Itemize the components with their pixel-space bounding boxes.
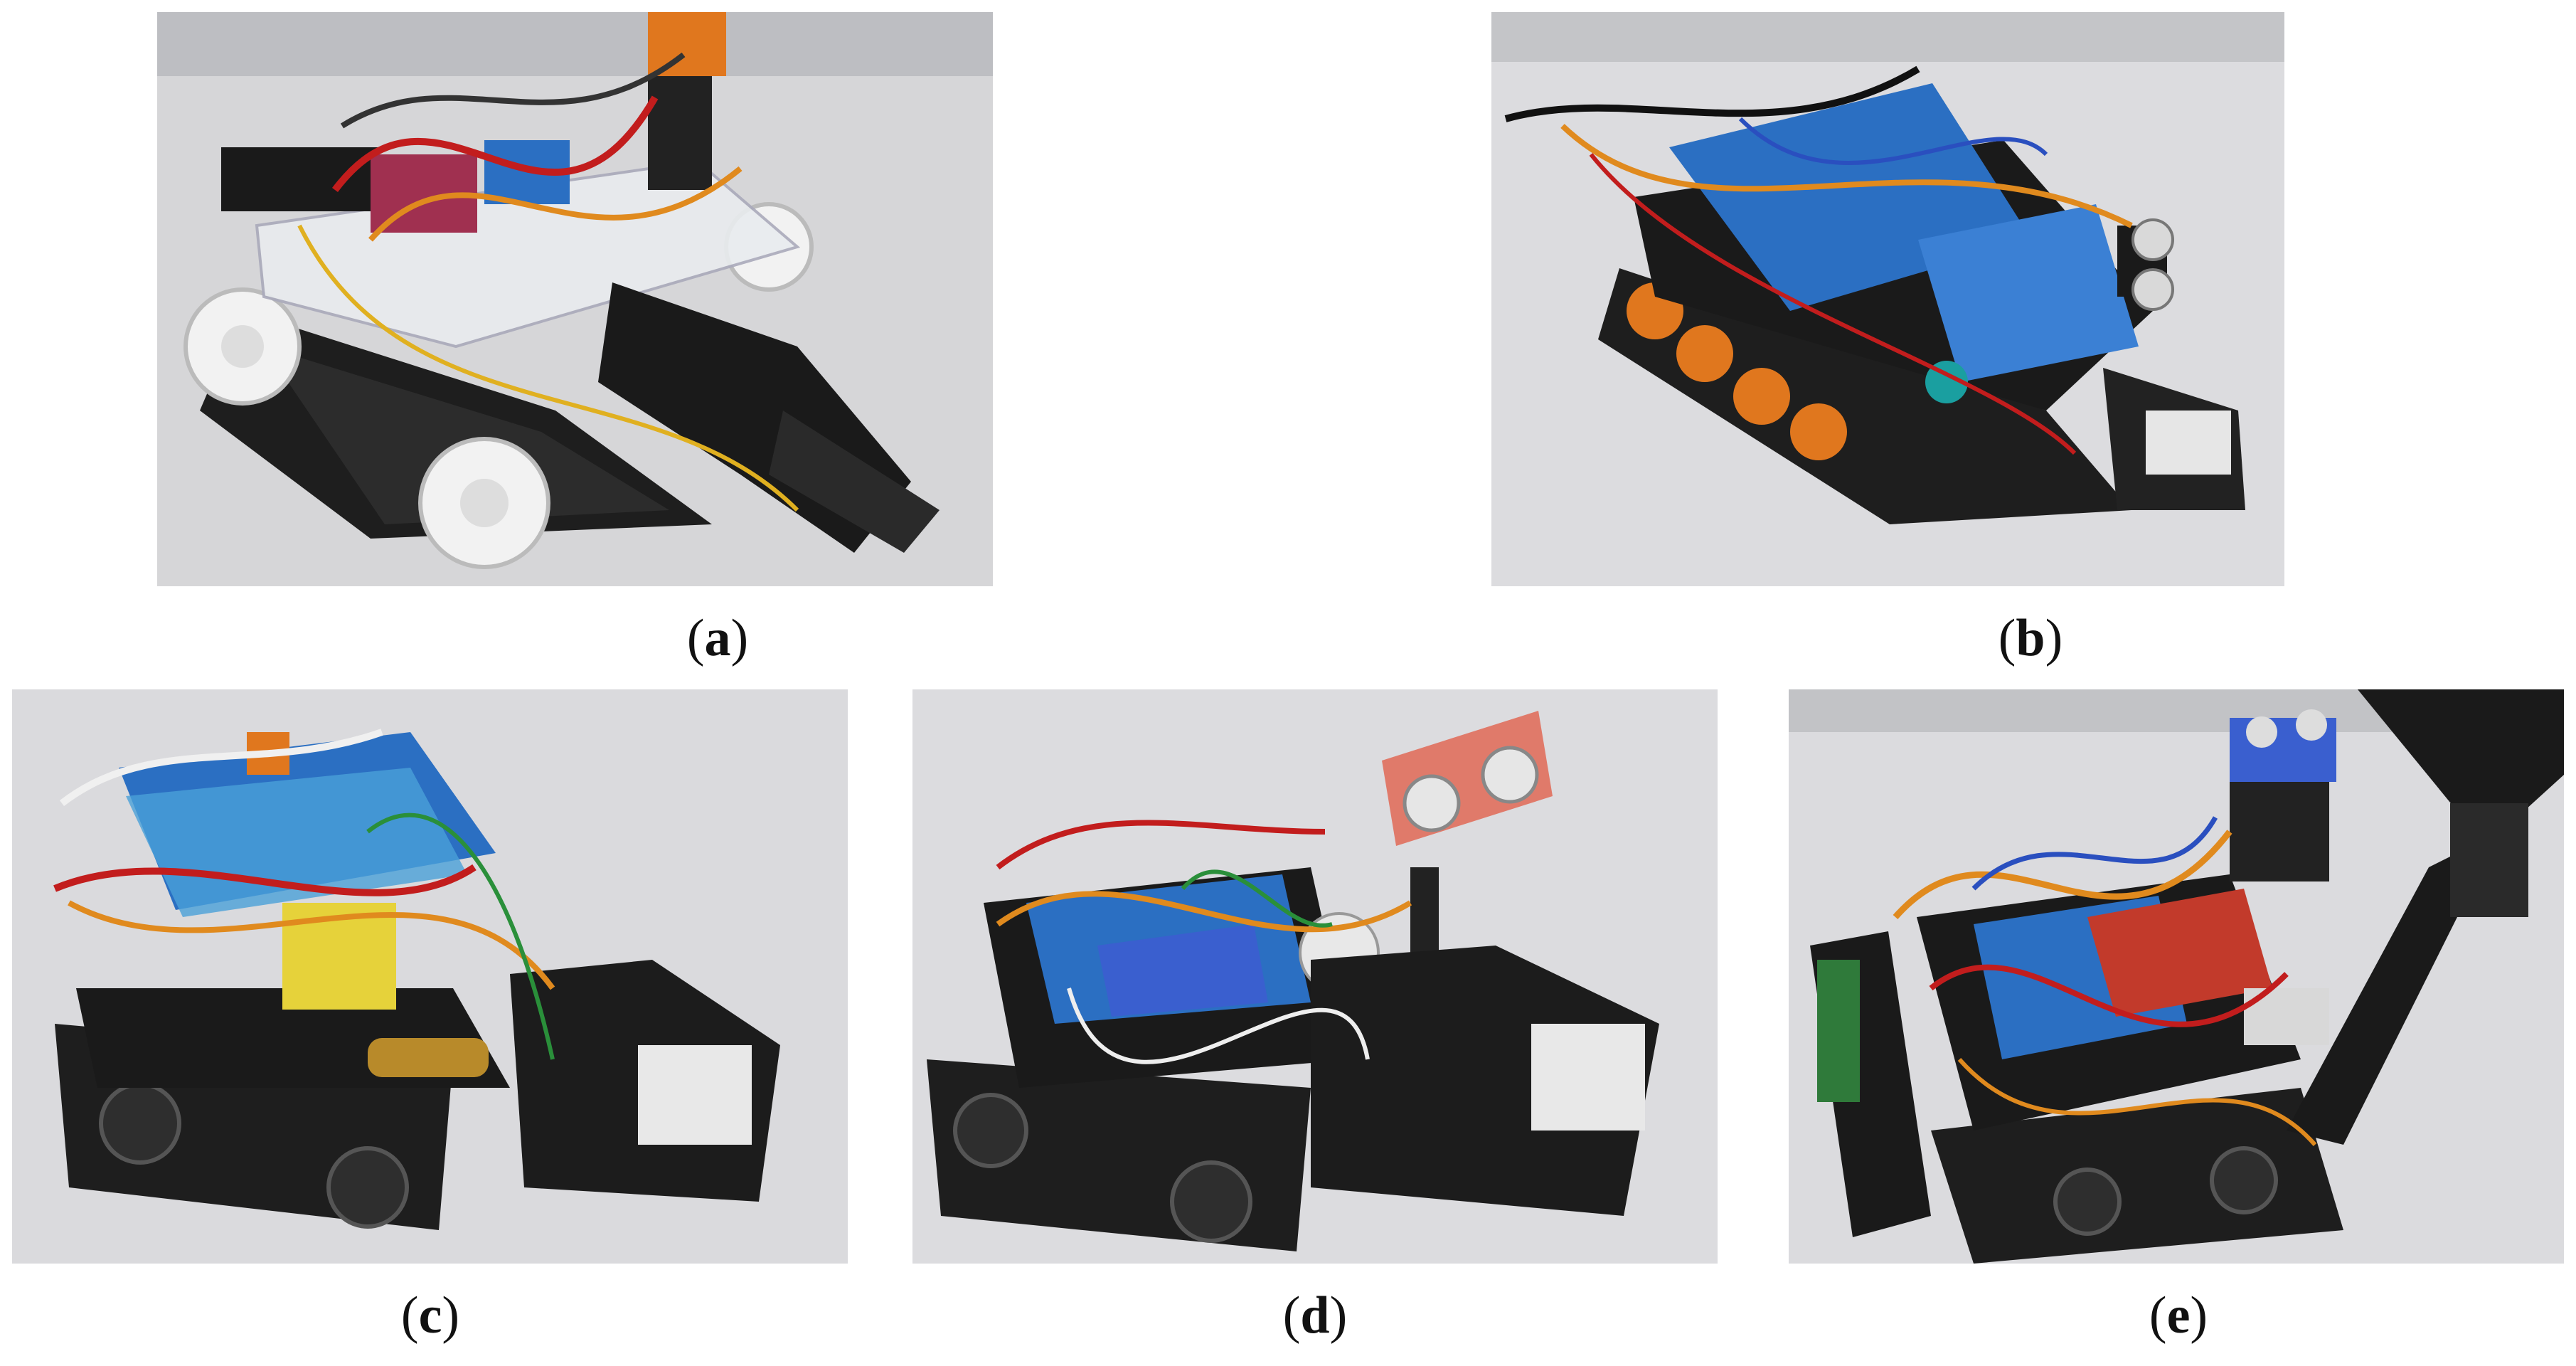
caption-c: (c) (400, 1286, 460, 1345)
caption-b: (b) (1998, 609, 2063, 667)
photo-robot-b (1491, 12, 2284, 586)
robot-e-illustration (1789, 689, 2564, 1264)
robot-d-illustration (912, 689, 1718, 1264)
photo-robot-d (912, 689, 1718, 1264)
photo-robot-e (1789, 689, 2564, 1264)
caption-e: (e) (2149, 1286, 2208, 1345)
caption-d: (d) (1282, 1286, 1348, 1345)
robot-a-illustration (157, 12, 993, 586)
photo-robot-a (157, 12, 993, 586)
robot-b-illustration (1491, 12, 2284, 586)
robot-c-illustration (12, 689, 848, 1264)
caption-a: (a) (686, 609, 749, 667)
photo-robot-c (12, 689, 848, 1264)
